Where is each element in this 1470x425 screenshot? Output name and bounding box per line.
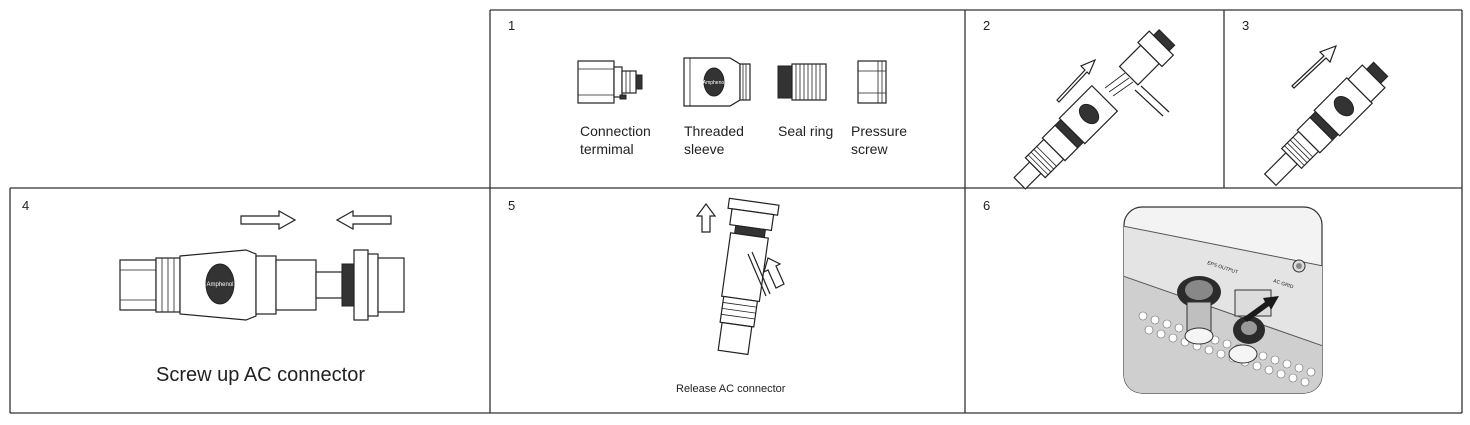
assembled-connector-illustration — [1263, 44, 1389, 187]
step-number: 3 — [1242, 18, 1250, 33]
step-6-panel: 6 — [965, 188, 1462, 413]
release-connector-illustration — [695, 197, 785, 356]
step-number: 2 — [983, 18, 991, 33]
part-label-seal-ring: Seal ring — [778, 123, 834, 139]
step-number: 4 — [22, 198, 30, 213]
step-number: 6 — [983, 198, 991, 213]
brand-mark: Amphenol — [206, 282, 233, 288]
brand-mark: Amphenol — [703, 80, 726, 86]
push-right-arrow-icon — [240, 209, 297, 231]
part-label-pressure-screw: Pressure screw — [851, 123, 908, 157]
push-left-arrow-icon — [335, 209, 392, 231]
step-2-panel: 2 — [965, 10, 1224, 190]
step-number: 5 — [508, 198, 516, 213]
ac-connector-screw-illustration: Amphenol — [119, 249, 405, 321]
step-number: 1 — [508, 18, 516, 33]
part-label-threaded-sleeve: Threaded sleeve — [684, 123, 744, 157]
threaded-sleeve-illustration: Amphenol — [683, 57, 751, 107]
connection-terminal-illustration — [577, 60, 643, 104]
pressure-screw-illustration — [857, 60, 887, 104]
step-3-panel: 3 — [1224, 10, 1462, 188]
step-4-caption: Screw up AC connector — [156, 364, 365, 386]
part-label-connection-terminal: Connection termimal — [580, 123, 651, 157]
seal-ring-illustration — [777, 63, 827, 101]
step-4-panel: 4 Amphenol Screw up AC c — [10, 188, 490, 413]
inverter-ports-photo-illustration: EPS OUTPUT AC GRID — [1123, 206, 1323, 394]
insert-terminal-illustration — [1013, 29, 1176, 190]
step-1-panel: 1 Amphenol — [490, 10, 965, 188]
step-5-caption: Release AC connector — [676, 383, 786, 395]
step-5-panel: 5 Release AC connector — [490, 188, 965, 413]
